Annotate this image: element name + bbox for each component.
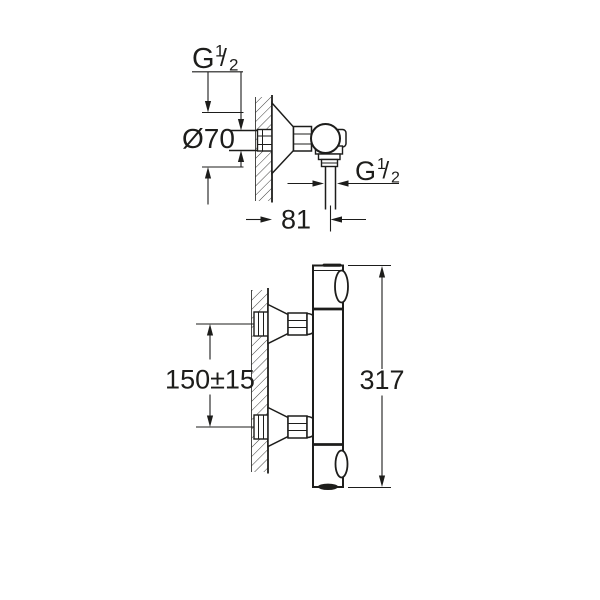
dim-label-height: 317: [359, 365, 404, 395]
upper-union-nut: [287, 312, 308, 336]
dim-label-outlet-den: 2: [391, 170, 400, 187]
hose-outlet: [318, 483, 338, 490]
dim-label-depth: 81: [281, 205, 311, 235]
lower-union-nut: [287, 415, 308, 439]
front-view: 150±15 317: [165, 263, 405, 490]
dim-label-thread-top-slash: /: [220, 44, 227, 72]
mixer-body: [312, 263, 349, 490]
dim-height-317: 317: [348, 264, 405, 489]
dim-label-thread-top-den: 2: [229, 56, 238, 75]
lower-union: [253, 406, 319, 448]
dim-thread-top: G 1 / 2: [192, 42, 245, 167]
dim-outlet-thread: G 1 / 2: [287, 156, 400, 187]
dim-diameter: Ø70: [182, 71, 244, 205]
dim-label-thread-top-base: G: [192, 43, 215, 75]
dim-label-outlet-num: 1: [377, 156, 386, 173]
upper-union: [253, 303, 319, 345]
volume-handle-profile: [334, 449, 349, 479]
dim-label-outlet-slash: /: [383, 158, 390, 185]
top-cap: [322, 263, 342, 267]
dim-label-diameter: Ø70: [182, 123, 235, 154]
dim-label-outlet-base: G: [355, 156, 376, 186]
dim-label-thread-top-num: 1: [215, 42, 224, 61]
thermostat-handle-profile: [334, 269, 349, 304]
upper-escutcheon: [267, 303, 289, 345]
dim-depth-81: 81: [246, 205, 366, 235]
escutcheon-side: [271, 101, 295, 176]
union-nut-side: [292, 125, 313, 152]
side-view: G 1 / 2 Ø70 G 1 / 2: [182, 42, 400, 235]
lower-escutcheon: [267, 406, 289, 448]
concealed-supply-pipe: [229, 128, 273, 152]
handle-knob-circle: [310, 123, 341, 154]
dim-spacing-150: 150±15: [165, 323, 255, 428]
valve-body-side: [310, 123, 347, 210]
dim-label-spacing: 150±15: [165, 365, 255, 395]
